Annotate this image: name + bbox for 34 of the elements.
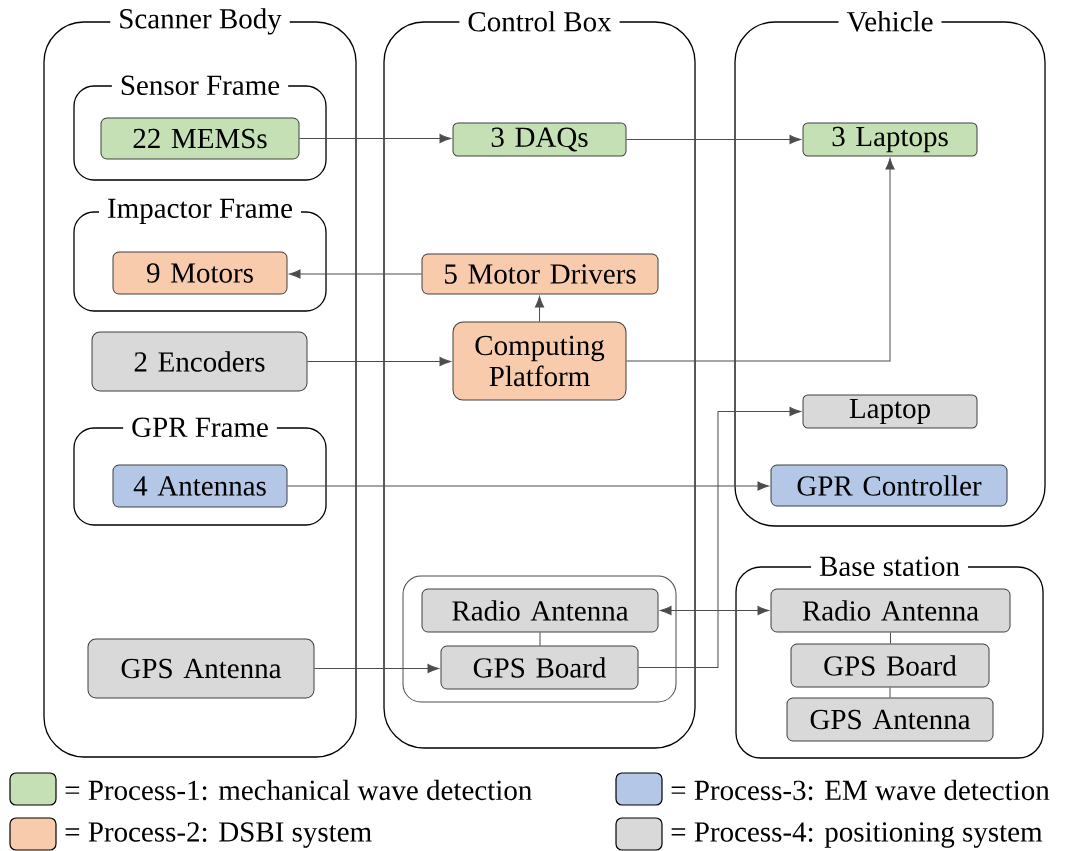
process-box: GPS Antenna bbox=[786, 697, 994, 742]
process-box: Laptop bbox=[802, 394, 978, 429]
arrow bbox=[626, 158, 895, 362]
connector-line bbox=[539, 632, 541, 646]
process-box: GPS Board bbox=[440, 645, 639, 690]
process-box: 3 Laptops bbox=[802, 122, 978, 157]
arrow bbox=[287, 481, 769, 491]
legend-text: = Process-1: mechanical wave detection bbox=[65, 779, 532, 801]
arrow bbox=[534, 296, 545, 322]
process-box: 4 Antennas bbox=[112, 464, 288, 508]
arrow bbox=[299, 133, 451, 144]
legend-text: = Process-2: DSBI system bbox=[65, 822, 372, 848]
arrow bbox=[638, 406, 801, 668]
process-box: Radio Antenna bbox=[421, 588, 659, 633]
process-box: Computing Platform bbox=[452, 321, 627, 401]
process-box: GPS Antenna bbox=[87, 638, 315, 699]
process-box: 3 DAQs bbox=[452, 122, 627, 157]
process-box: 22 MEMSs bbox=[100, 117, 300, 160]
arrow bbox=[626, 134, 801, 145]
process-box: 2 Encoders bbox=[91, 331, 308, 392]
process-box: Radio Antenna bbox=[770, 588, 1011, 633]
legend-text: = Process-3: EM wave detection bbox=[671, 779, 1050, 801]
arrow bbox=[307, 356, 451, 367]
group-box bbox=[402, 575, 677, 703]
legend-text: = Process-4: positioning system bbox=[671, 822, 1043, 848]
arrow bbox=[314, 663, 439, 674]
process-box: GPS Board bbox=[790, 643, 990, 688]
process-box: GPR Controller bbox=[770, 464, 1008, 507]
arrow bbox=[660, 605, 769, 616]
arrow bbox=[289, 269, 422, 279]
process-box: 9 Motors bbox=[112, 251, 288, 295]
process-box: 5 Motor Drivers bbox=[421, 253, 659, 295]
connector-line bbox=[890, 632, 891, 644]
connector-line bbox=[889, 687, 891, 698]
